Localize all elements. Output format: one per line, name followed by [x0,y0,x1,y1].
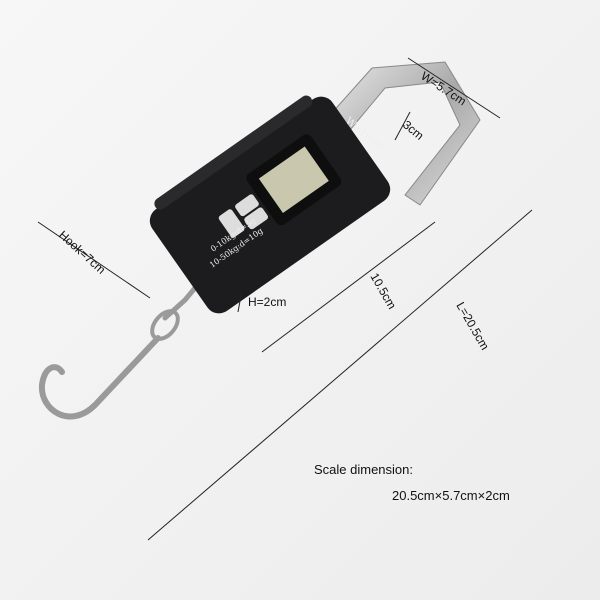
body-line [261,221,436,353]
lcd-screen [258,146,329,214]
dimension-lines [37,57,533,541]
handle-line [394,111,411,141]
metal-handle [329,61,481,206]
buttons [218,193,269,238]
length-line [147,209,533,541]
button-bottom[interactable] [243,206,269,230]
caption-value: 20.5cm×5.7cm×2cm [392,488,510,503]
height-line [237,289,243,313]
hook-line [37,221,151,299]
height-label: H=2cm [248,295,286,309]
caption-title: Scale dimension: [314,462,413,477]
width-line [407,57,501,119]
button-left[interactable] [218,208,246,238]
button-top[interactable] [234,193,260,217]
scale-body [149,95,391,314]
